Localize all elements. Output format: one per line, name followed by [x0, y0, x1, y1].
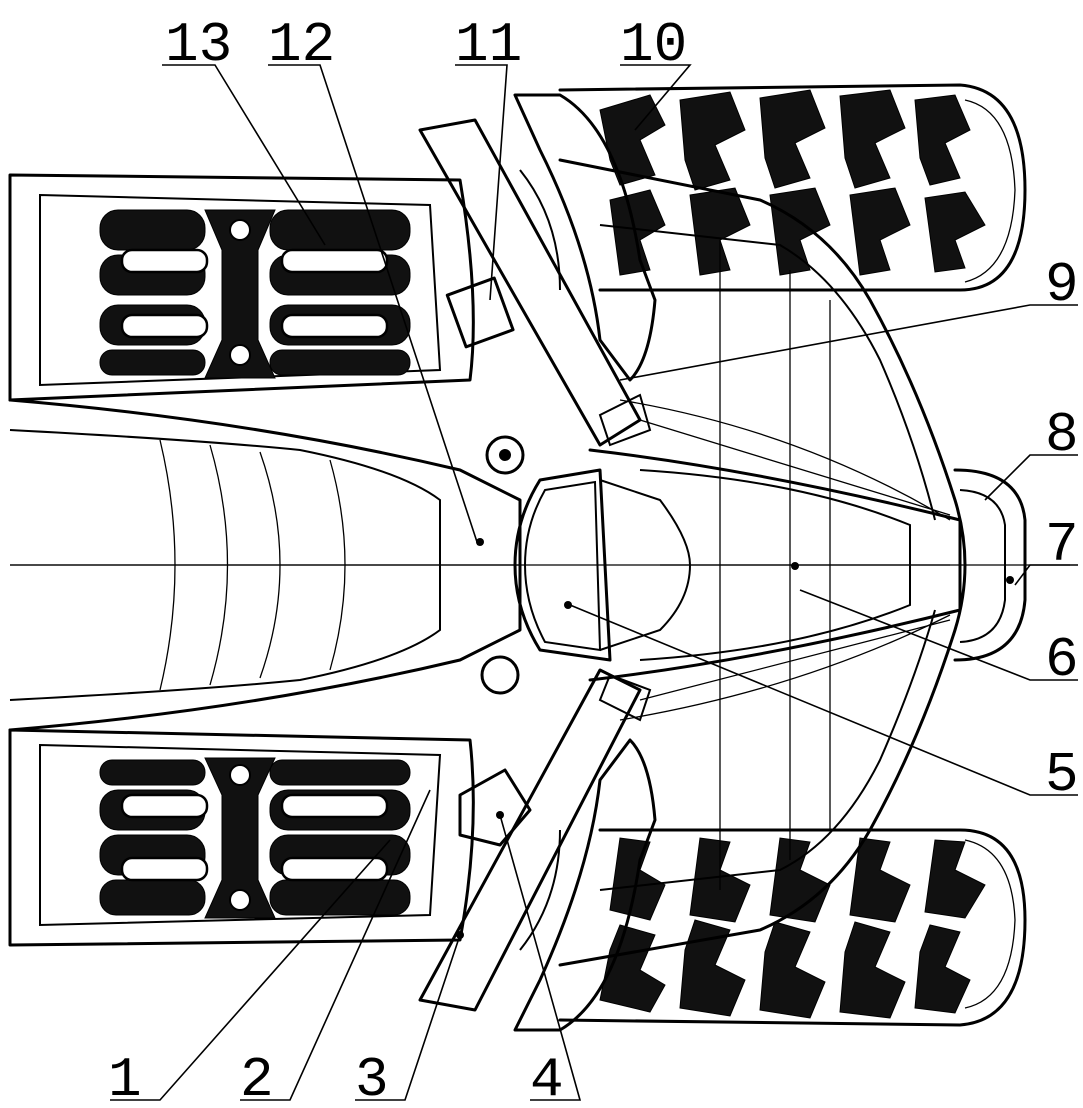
- label-11: 11: [455, 13, 522, 77]
- label-4: 4: [530, 1048, 564, 1108]
- label-10: 10: [620, 13, 687, 77]
- label-9: 9: [1045, 253, 1079, 317]
- front-tire-lower: [558, 828, 1027, 1027]
- footrest-upper: [8, 173, 475, 402]
- label-2: 2: [240, 1048, 274, 1108]
- label-8: 8: [1045, 403, 1079, 467]
- footrest-lower: [8, 728, 475, 947]
- label-12: 12: [268, 13, 335, 77]
- callout-labels: 13 12 11 10 9 8 7 6 5 1 2 3 4: [108, 13, 1079, 1108]
- label-13: 13: [165, 13, 232, 77]
- label-7: 7: [1045, 513, 1079, 577]
- leader-lines: [10, 64, 1078, 1101]
- front-tire-upper: [558, 83, 1027, 292]
- handlebar-upper: [418, 93, 657, 475]
- label-1: 1: [108, 1048, 142, 1108]
- label-6: 6: [1045, 628, 1079, 692]
- label-3: 3: [355, 1048, 389, 1108]
- front-bumper: [953, 468, 1027, 662]
- handlebar-lower: [418, 655, 657, 1032]
- label-5: 5: [1045, 743, 1079, 807]
